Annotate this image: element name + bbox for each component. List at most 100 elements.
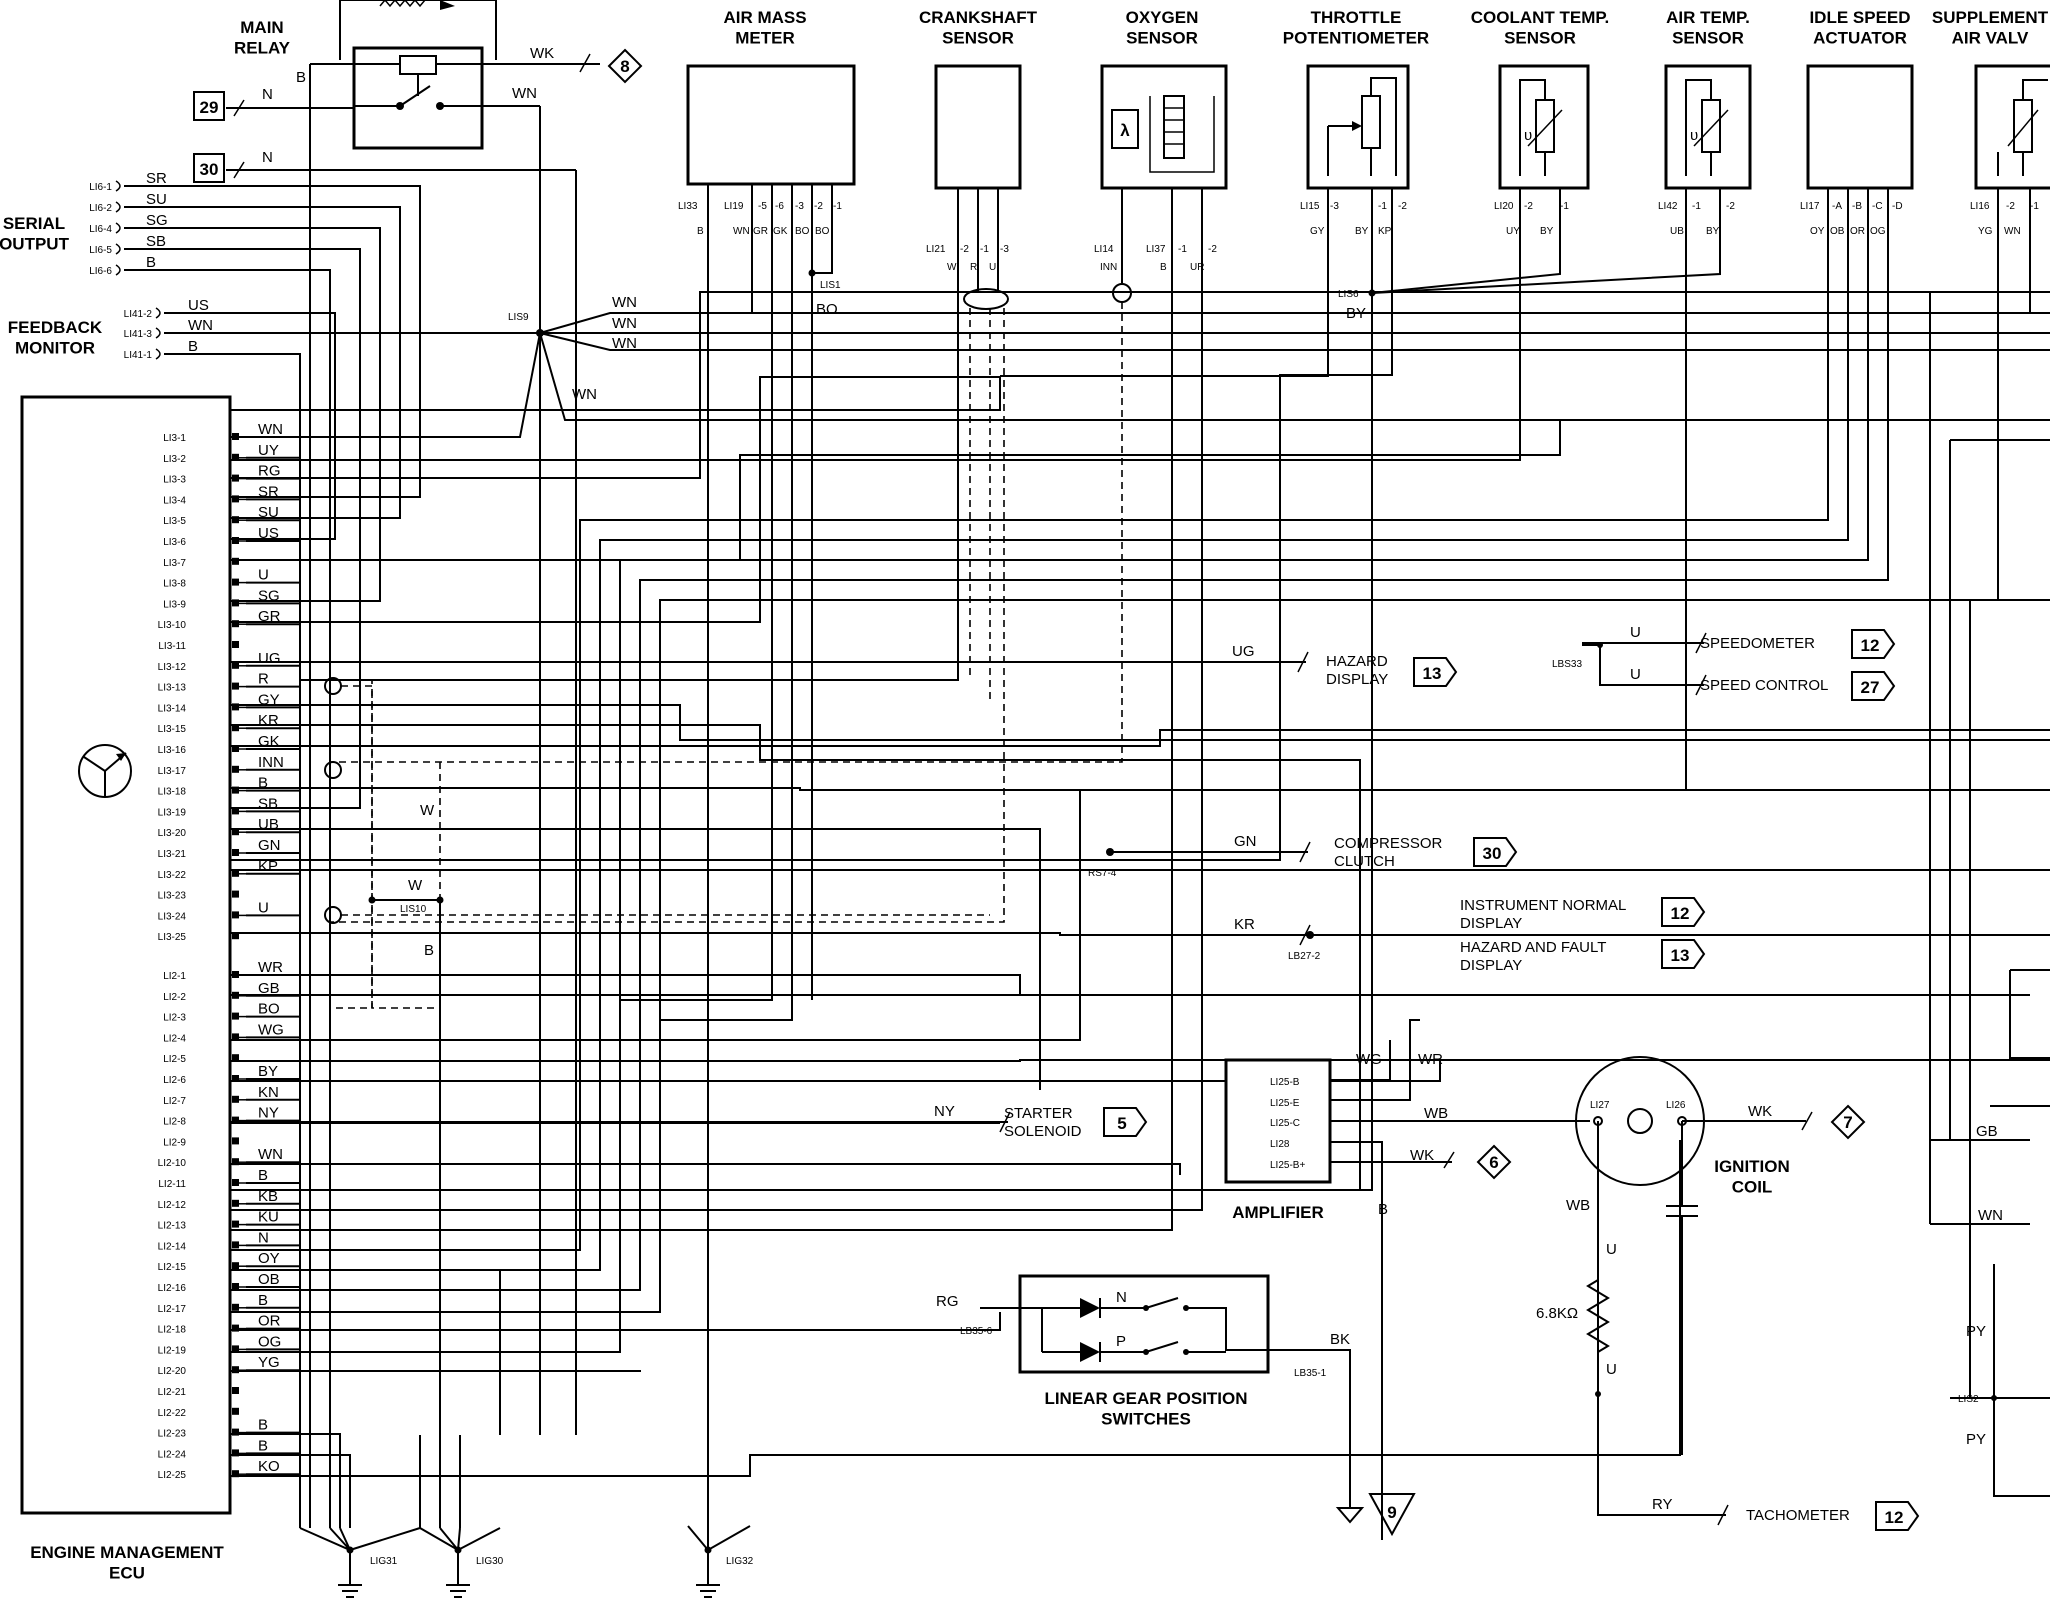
svg-text:-D: -D — [1892, 201, 1903, 212]
ecu-pin-terminal — [232, 1449, 239, 1457]
ecu-pin-terminal — [232, 1470, 239, 1478]
oxygen-pins: LI14 LI37 -1 -2 INN B UR — [1094, 244, 1217, 273]
svg-text:GR: GR — [753, 226, 768, 237]
ecu-pin-label: LI3-18 — [158, 787, 187, 798]
output-label: SPEED CONTROL — [1700, 677, 1828, 694]
ecu-pin-terminal — [232, 724, 239, 732]
ecu-pin-label: LI3-25 — [158, 932, 187, 943]
svg-text:υ: υ — [1690, 127, 1698, 144]
amp-wg: WG — [1356, 1051, 1382, 1068]
svg-text:W: W — [947, 262, 957, 273]
gear-rg: RG — [936, 1293, 959, 1310]
svg-text:UR: UR — [1190, 262, 1204, 273]
svg-text:GK: GK — [773, 226, 788, 237]
li27-label: LI27 — [1590, 1100, 1610, 1111]
ecu-pin-terminal — [232, 1366, 239, 1374]
ecu-pin-terminal — [232, 1075, 239, 1082]
ecu-pin-label: LI2-9 — [163, 1137, 186, 1148]
svg-text:LI16: LI16 — [1970, 201, 1990, 212]
ecu-wire-color: BY — [258, 1063, 278, 1080]
supp-pins: LI16 -2 -1 YG WN — [1970, 201, 2039, 237]
output-wire-color: RY — [1652, 1496, 1673, 1513]
ecu-wire-color: WN — [258, 421, 283, 438]
ecu-pin-terminal — [232, 1158, 239, 1166]
ecu-wire-color: U — [258, 899, 269, 916]
ecu-pin-label: LI2-18 — [158, 1325, 187, 1336]
gear-n: N — [1116, 1289, 1127, 1306]
crank-pins: LI21 -2 -1 -3 W R U — [926, 244, 1009, 273]
ecu-pin-terminal — [232, 599, 239, 607]
svg-text:BO: BO — [815, 226, 830, 237]
svg-text:-C: -C — [1872, 201, 1883, 212]
ecu-pin-label: LI2-14 — [158, 1241, 187, 1252]
ecu-pin-terminal — [232, 911, 239, 919]
output-wire-color: UG — [1232, 643, 1255, 660]
feedback-wire-color: WN — [188, 317, 213, 334]
feedback-wire-color: B — [188, 338, 198, 355]
ecu-pin-terminal — [232, 1095, 239, 1103]
svg-text:LI15: LI15 — [1300, 201, 1320, 212]
lis10-label: LIS10 — [400, 904, 427, 915]
air-mass-pins: LI33 LI19 -5 -6 -3 -2 -1 B WN GR GK BO B… — [678, 201, 842, 237]
svg-text:LIG32: LIG32 — [726, 1556, 754, 1567]
svg-text:KP: KP — [1378, 226, 1392, 237]
gear-bk: BK — [1330, 1331, 1350, 1348]
ref-box — [1661, 897, 1706, 927]
ecu-pin-label: LI3-5 — [163, 516, 186, 527]
lis1-label: LIS1 — [820, 280, 841, 291]
coil-u1: U — [1606, 1241, 1617, 1258]
ecu-wire-color: GR — [258, 608, 281, 625]
coil-u2: U — [1606, 1361, 1617, 1378]
ecu-pin-terminal — [232, 682, 239, 690]
ecu-pin-label: LI3-6 — [163, 537, 186, 548]
ecu-pin-label: LI3-20 — [158, 828, 187, 839]
ecu-pin-label: LI3-2 — [163, 454, 186, 465]
lbs33-label: LBS33 — [1552, 659, 1582, 670]
svg-text:-2: -2 — [1208, 244, 1217, 255]
svg-text:LI25-B: LI25-B — [1270, 1077, 1300, 1088]
svg-text:U: U — [989, 262, 996, 273]
serial-wire-color: SR — [146, 170, 167, 187]
output-wire-color: U — [1630, 666, 1641, 683]
svg-text:-3: -3 — [1330, 201, 1339, 212]
ecu-wire-color: N — [258, 1229, 269, 1246]
ecu-pin-terminal — [232, 1054, 239, 1062]
ecu-pin-label: LI3-24 — [158, 911, 187, 922]
ecu-pin-terminal — [232, 453, 239, 461]
svg-text:-A: -A — [1832, 201, 1842, 212]
ecu-pin-terminal — [232, 495, 239, 503]
svg-text:λ: λ — [1120, 121, 1130, 140]
serial-pin-label: LI6-5 — [89, 245, 112, 256]
ecu-wire-color: WG — [258, 1021, 284, 1038]
ecu-pin-label: LI2-3 — [163, 1013, 186, 1024]
svg-text:LI25-E: LI25-E — [1270, 1098, 1300, 1109]
svg-text:-2: -2 — [1398, 201, 1407, 212]
ecu-wire-color: KN — [258, 1084, 279, 1101]
ecu-pin-terminal — [232, 828, 239, 836]
ecu-pin-terminal — [232, 1179, 239, 1186]
ecu-pin-label: LI3-17 — [158, 766, 187, 777]
ecu-pin-terminal — [232, 1262, 239, 1270]
svg-text:LI19: LI19 — [724, 201, 744, 212]
svg-text:8: 8 — [620, 57, 629, 76]
right-py-2: PY — [1966, 1431, 1986, 1448]
w-wire-2: W — [408, 877, 423, 894]
svg-text:LI21: LI21 — [926, 244, 946, 255]
ecu-pin-label: LI2-7 — [163, 1096, 186, 1107]
idle-pins: LI17 -A -B -C -D OY OB OR OG — [1800, 201, 1903, 237]
ecu-wire-color: YG — [258, 1354, 280, 1371]
ecu-wire-color: OY — [258, 1250, 280, 1267]
ecu-pin-label: LI3-4 — [163, 495, 186, 506]
ecu-pin-label: LI3-10 — [158, 620, 187, 631]
ecu-wire-color: B — [258, 1167, 268, 1184]
ecu-pin-label: LI2-5 — [163, 1054, 186, 1065]
